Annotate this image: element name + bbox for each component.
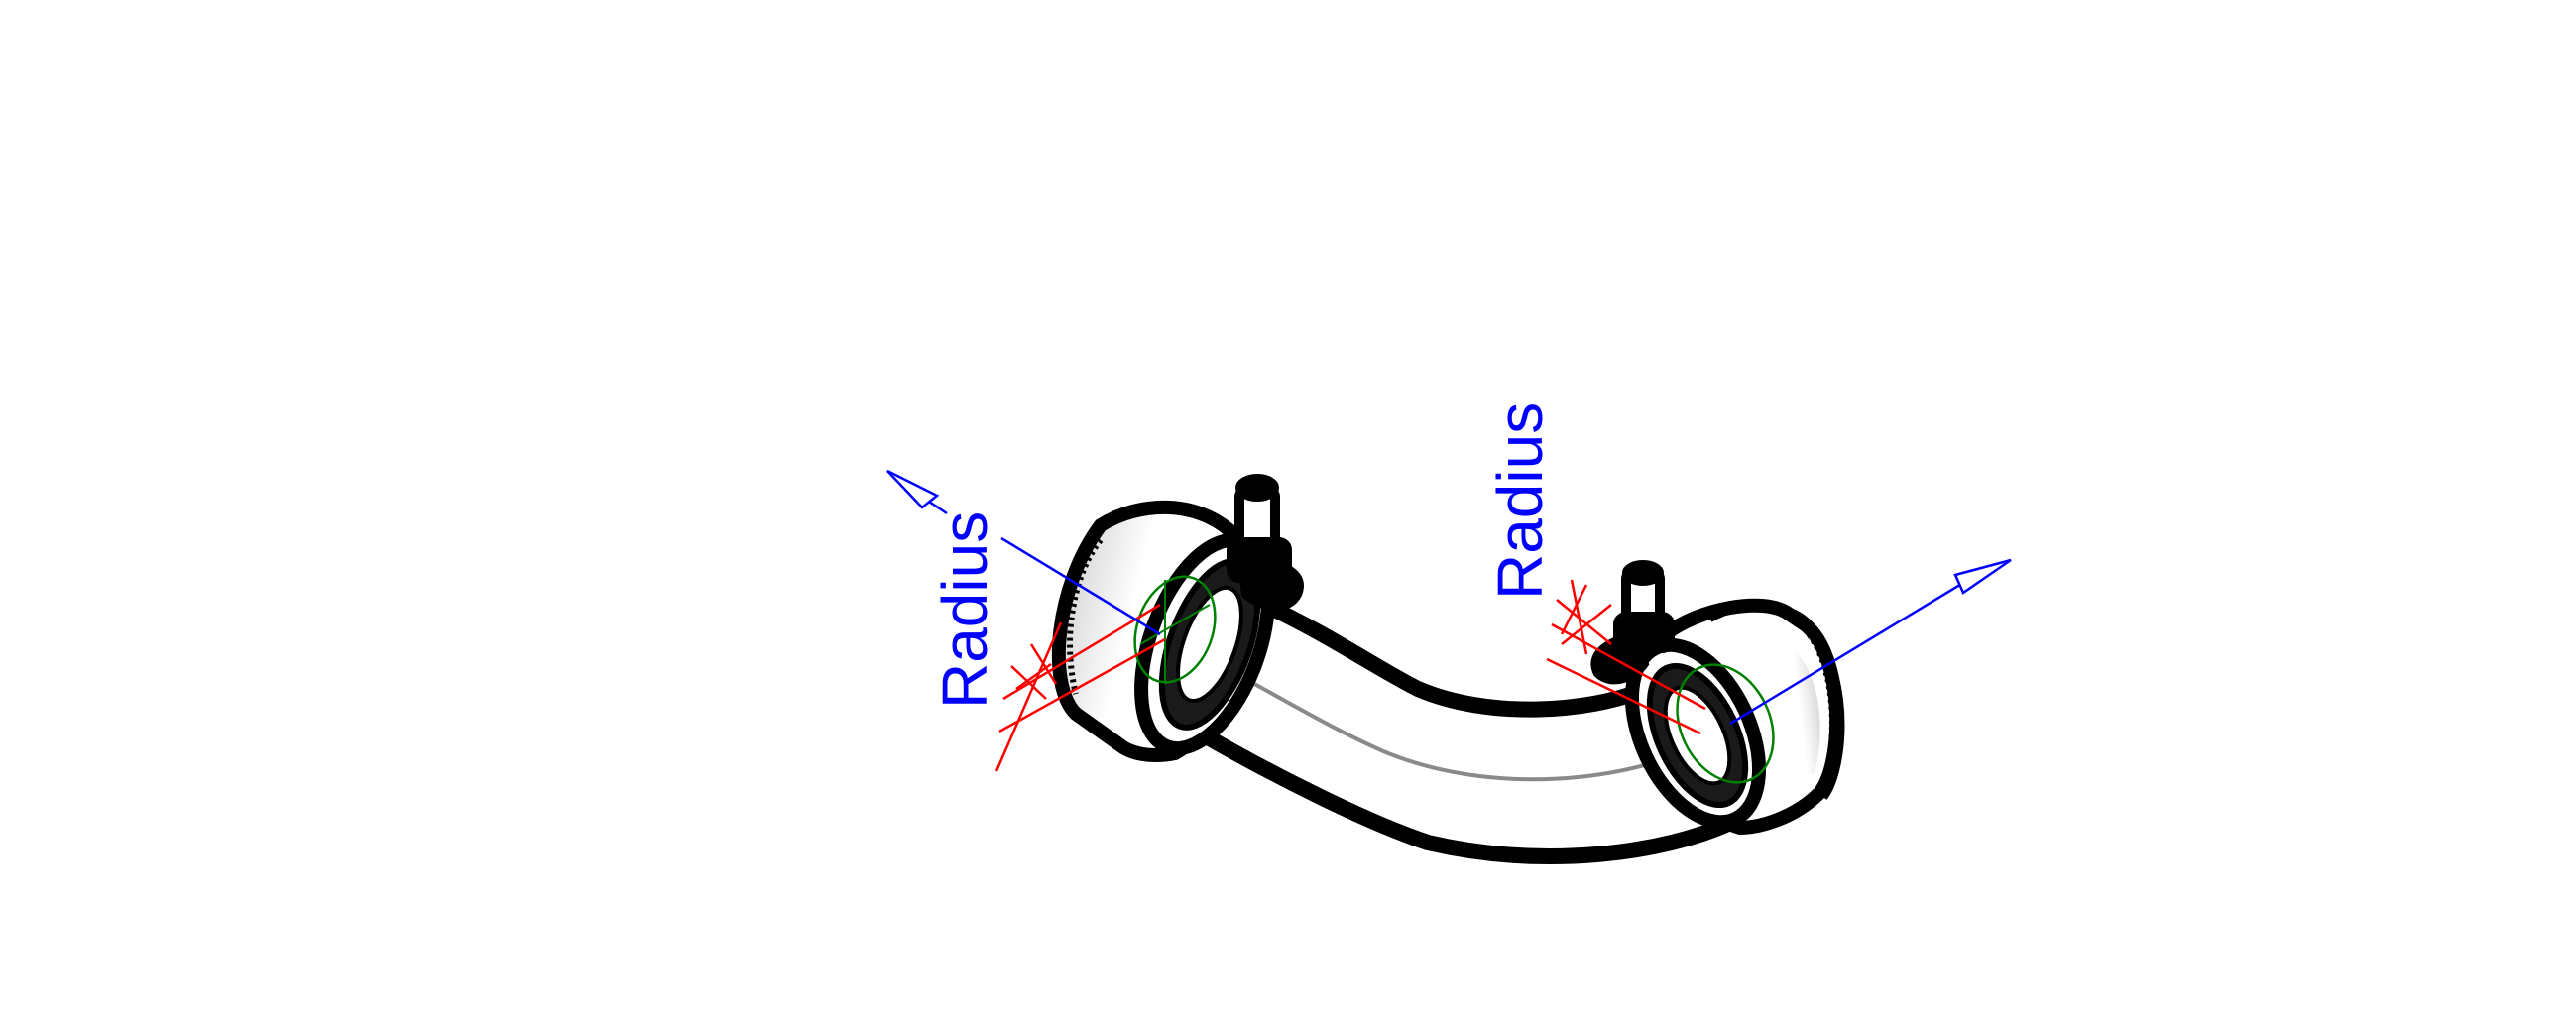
right-circle-marker [1676, 663, 1775, 784]
left-fitting-knurl [1067, 538, 1104, 695]
right-axis-arrow [1729, 558, 2012, 726]
right-radius-label[interactable]: Radius [1484, 402, 1556, 600]
left-bolt-head [1235, 474, 1279, 502]
left-circle-marker-d [1139, 604, 1211, 645]
right-bolt[interactable] [1590, 560, 1675, 685]
right-clamp-ear [1590, 630, 1650, 685]
left-bolt[interactable] [1227, 474, 1304, 612]
right-fitting[interactable] [1590, 560, 1845, 842]
left-dimension-lines [995, 603, 1166, 772]
right-axis-arrowhead-icon [1953, 558, 2012, 595]
right-fitting-shade [1760, 634, 1820, 783]
right-bolt-head [1622, 560, 1664, 586]
hose-centerline [1179, 642, 1726, 782]
left-clamp-ear [1235, 551, 1304, 612]
right-fitting-outer-shell [1708, 603, 1845, 800]
hose-lower-edge [1202, 731, 1738, 864]
left-axis-arrow [886, 469, 1161, 636]
right-fitting-knurl [1797, 621, 1835, 784]
right-dimension-lines [1546, 579, 1706, 735]
left-radius-label[interactable]: Radius [929, 511, 1000, 709]
hose-upper-edge [1256, 597, 1654, 718]
flexible-hose[interactable] [1179, 597, 1738, 864]
left-fitting[interactable] [1051, 474, 1304, 765]
right-fitting-bore [1663, 685, 1732, 786]
